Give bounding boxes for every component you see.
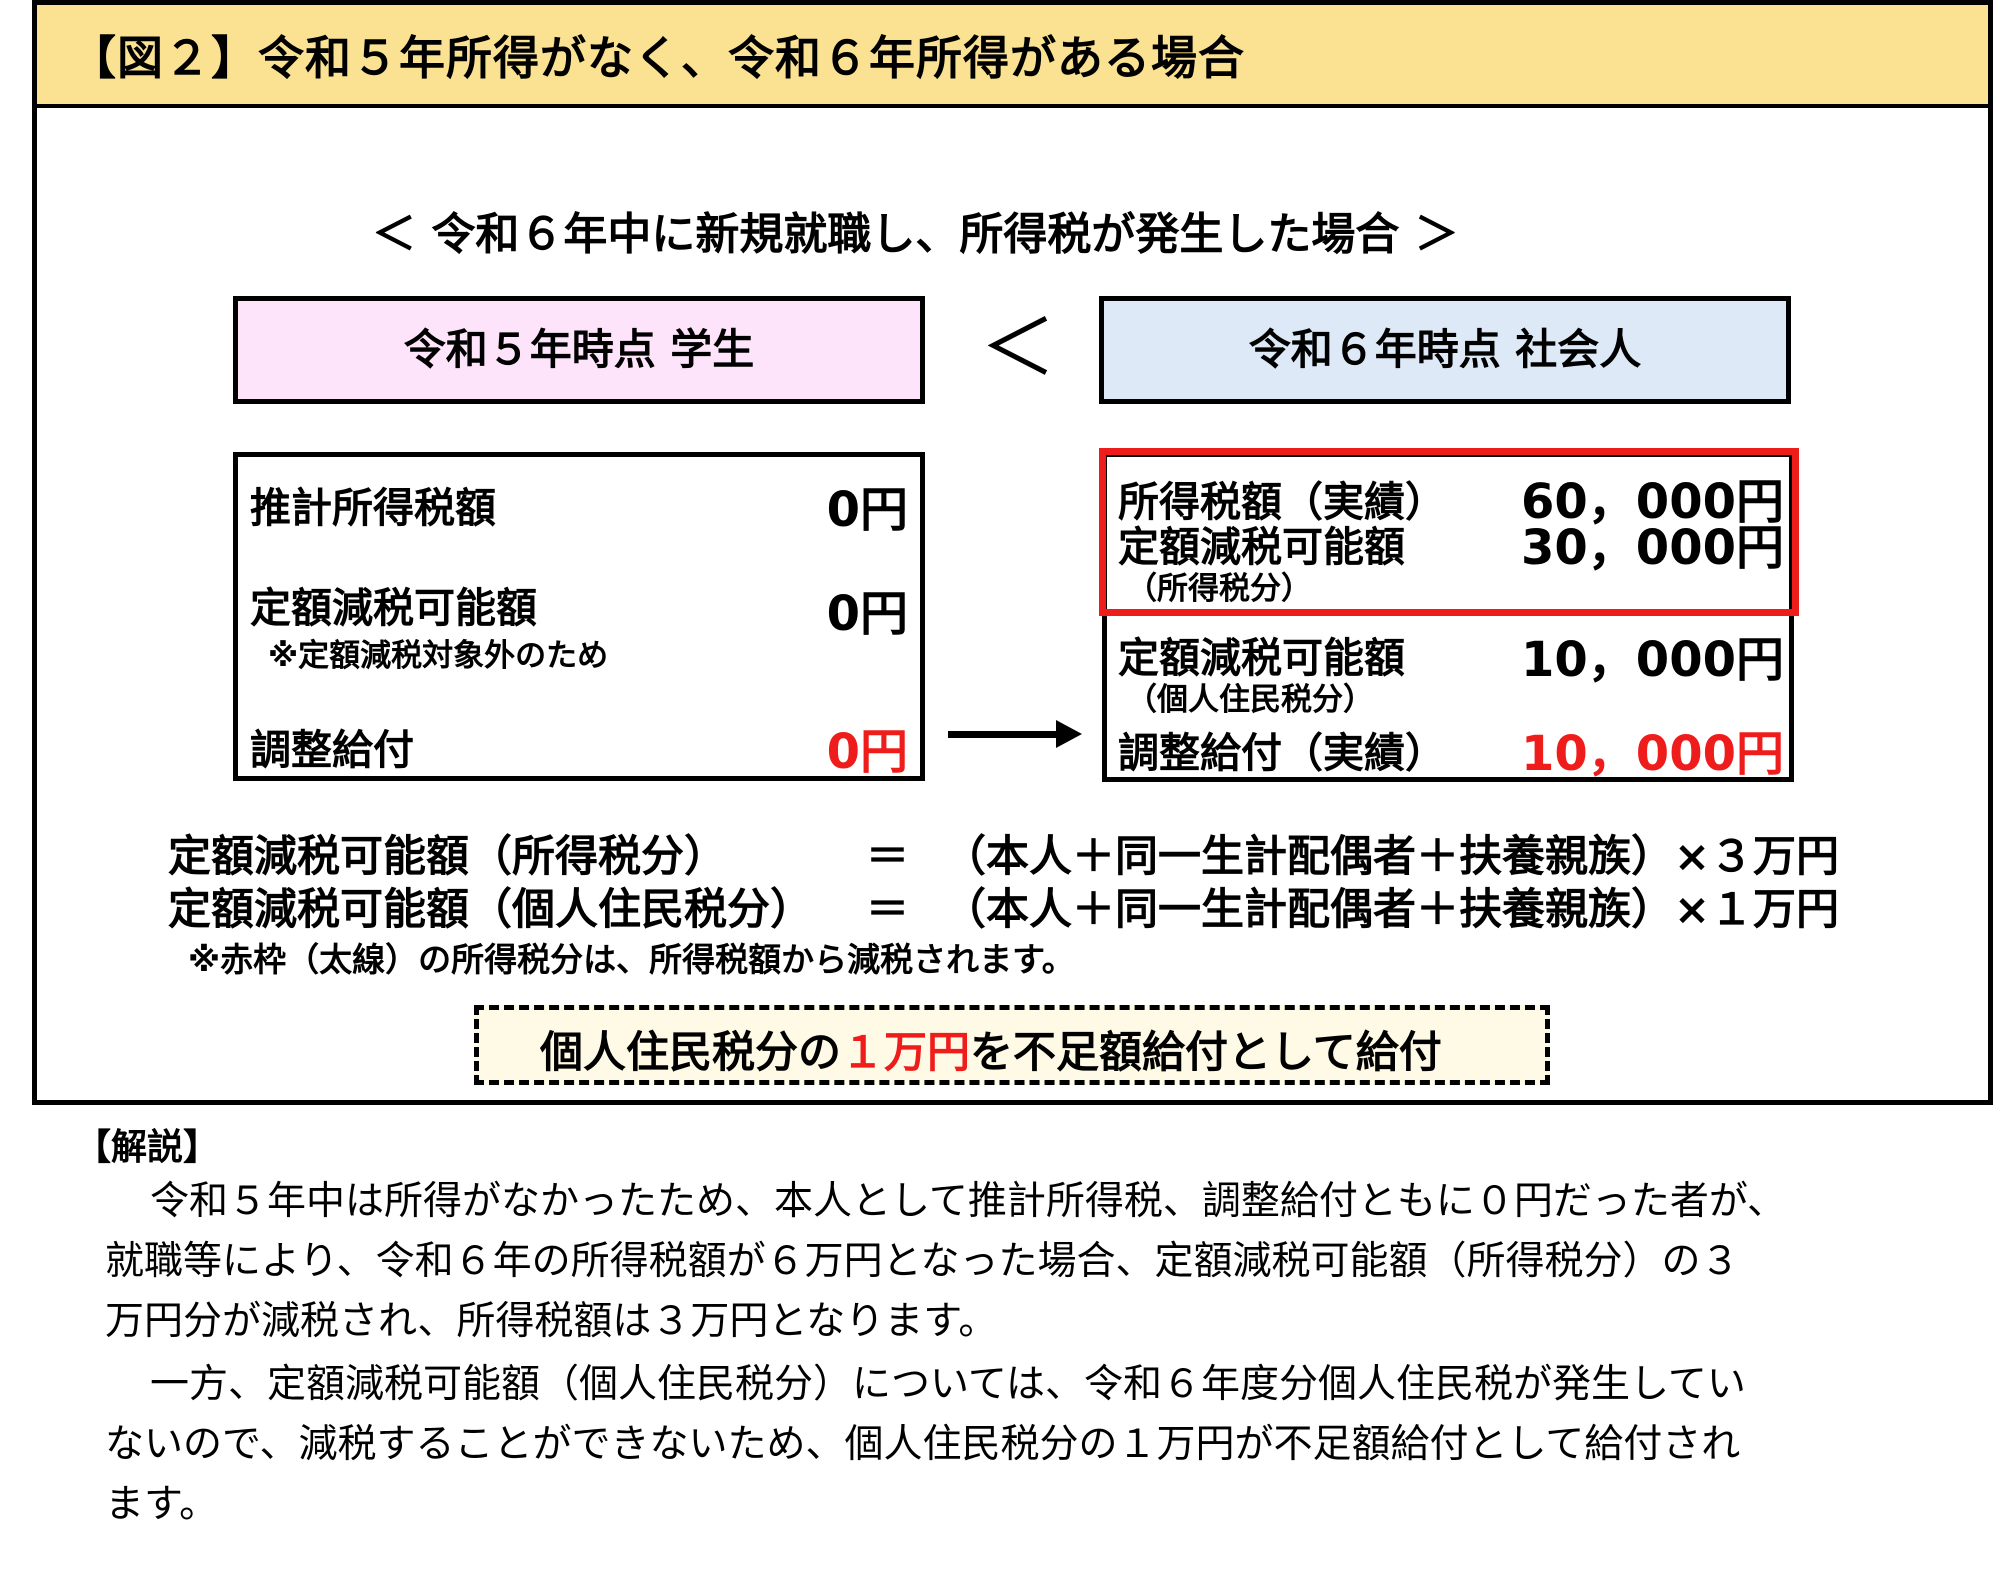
student-value-estimated-tax: 0円 — [826, 482, 908, 538]
worker-label-reduction-income: 定額減税可能額 — [1118, 523, 1405, 571]
explanation-heading: 【解説】 — [75, 1127, 220, 1168]
student-value-adjustment: 0円 — [826, 724, 908, 780]
formula-income-right: （本人＋同一生計配偶者＋扶養親族）×３万円 — [943, 832, 1840, 882]
formula-note: ※赤枠（太線）の所得税分は、所得税額から減税されます。 — [188, 940, 1075, 979]
worker-value-adjustment: 10，000円 — [1521, 726, 1784, 782]
explanation-p2-line-2: ないので、減税することができないため、個人住民税分の１万円が不足額給付として給付… — [105, 1422, 1741, 1467]
diagram-subtitle: ＜ 令和６年中に新規就職し、所得税が発生した場合 ＞ — [372, 209, 1459, 260]
figure-title: 【図２】令和５年所得がなく、令和６年所得がある場合 — [70, 31, 1245, 85]
worker-sublabel-reduction-resident: （個人住民税分） — [1126, 682, 1374, 718]
student-heading-box: 令和５年時点 学生 — [233, 296, 925, 404]
explanation-p1-line-2: 就職等により、令和６年の所得税額が６万円となった場合、定額減税可能額（所得税分）… — [105, 1239, 1740, 1284]
formula-resident-left: 定額減税可能額（個人住民税分） — [168, 885, 813, 935]
callout-before: 個人住民税分の — [540, 1028, 841, 1078]
student-label-reduction: 定額減税可能額 — [250, 584, 537, 632]
formula-income-left: 定額減税可能額（所得税分） — [168, 832, 727, 882]
explanation-paragraph-2: 一方、定額減税可能額（個人住民税分）については、令和６年度分個人住民税が発生して… — [105, 1355, 1975, 1535]
explanation-p2-line-3: ます。 — [105, 1482, 219, 1527]
worker-sublabel-reduction-income: （所得税分） — [1126, 571, 1312, 607]
student-value-reduction: 0円 — [826, 586, 908, 642]
worker-label-reduction-resident: 定額減税可能額 — [1118, 634, 1405, 682]
shortfall-callout-box — [474, 1005, 1550, 1085]
explanation-p1-line-3: 万円分が減税され、所得税額は３万円となります。 — [105, 1299, 998, 1344]
formula-resident-right: （本人＋同一生計配偶者＋扶養親族）×１万円 — [943, 885, 1840, 935]
worker-value-reduction-resident: 10，000円 — [1521, 632, 1784, 688]
student-label-estimated-tax: 推計所得税額 — [250, 484, 496, 532]
worker-label-adjustment: 調整給付（実績） — [1118, 729, 1446, 777]
student-detail-box — [233, 452, 925, 781]
worker-heading-box: 令和６年時点 社会人 — [1099, 296, 1791, 404]
worker-label-income-tax: 所得税額（実績） — [1118, 478, 1446, 526]
arrow-head-icon — [1056, 720, 1082, 748]
callout-after: を不足額給付として給付 — [970, 1028, 1442, 1078]
figure-header — [32, 0, 1993, 108]
shortfall-callout-text: 個人住民税分の１万円を不足額給付として給付 — [540, 1018, 1442, 1080]
formula-resident-eq: ＝ — [866, 885, 909, 935]
worker-detail-box — [1102, 452, 1794, 782]
arrow-right-icon — [948, 731, 1058, 738]
comparison-sign: ＜ — [980, 303, 1056, 392]
explanation-p2-line-1: 一方、定額減税可能額（個人住民税分）については、令和６年度分個人住民税が発生して… — [150, 1362, 1746, 1407]
formula-income-eq: ＝ — [866, 832, 909, 882]
worker-value-reduction-income: 30，000円 — [1521, 520, 1784, 576]
worker-heading: 令和６年時点 社会人 — [1248, 325, 1642, 374]
student-note-exempt: ※定額減税対象外のため — [268, 638, 609, 674]
explanation-paragraph-1: 令和５年中は所得がなかったため、本人として推計所得税、調整給付ともに０円だった者… — [105, 1172, 1975, 1352]
student-heading: 令和５年時点 学生 — [403, 325, 755, 374]
worker-value-income-tax: 60，000円 — [1521, 474, 1784, 530]
income-tax-highlight-frame — [1099, 448, 1799, 616]
explanation-p1-line-1: 令和５年中は所得がなかったため、本人として推計所得税、調整給付ともに０円だった者… — [150, 1179, 1787, 1224]
callout-highlight: １万円 — [841, 1028, 970, 1078]
student-label-adjustment: 調整給付 — [250, 726, 414, 774]
